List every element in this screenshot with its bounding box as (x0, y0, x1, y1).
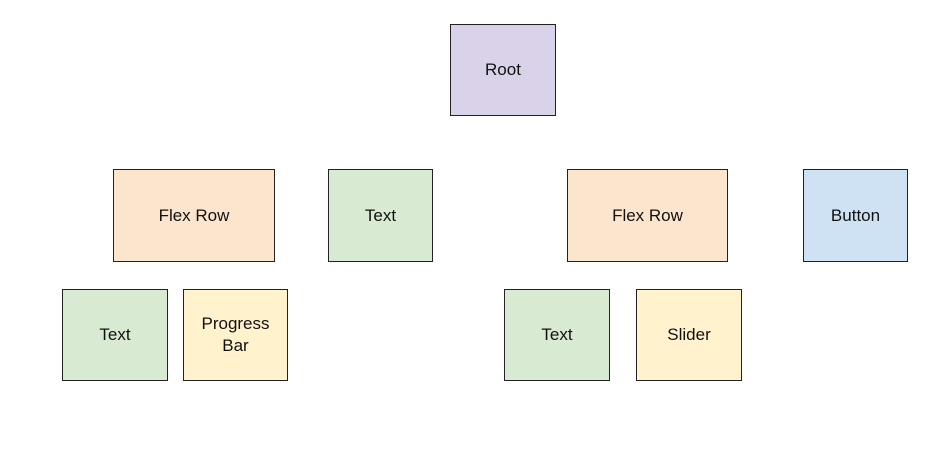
flex-row-node-left: Flex Row (113, 169, 275, 262)
button-node: Button (803, 169, 908, 262)
flex-row-node-right-label: Flex Row (612, 205, 683, 225)
flex-row-node-right: Flex Row (567, 169, 728, 262)
text-node-right-child-label: Text (541, 325, 573, 344)
text-node-middle-label: Text (364, 205, 397, 225)
text-node-left-child: Text (62, 289, 168, 381)
progress-bar-node-label: Progress Bar (201, 314, 270, 355)
slider-node: Slider (636, 289, 742, 381)
root-node-label: Root (485, 60, 521, 79)
text-node-left-child-label: Text (99, 325, 131, 344)
button-node-label: Button (830, 205, 881, 225)
slider-node-label: Slider (667, 325, 711, 344)
flex-row-node-left-label: Flex Row (158, 205, 230, 225)
progress-bar-node: Progress Bar (183, 289, 288, 381)
text-node-middle: Text (328, 169, 433, 262)
root-node: Root (450, 24, 556, 116)
text-node-right-child: Text (504, 289, 610, 381)
